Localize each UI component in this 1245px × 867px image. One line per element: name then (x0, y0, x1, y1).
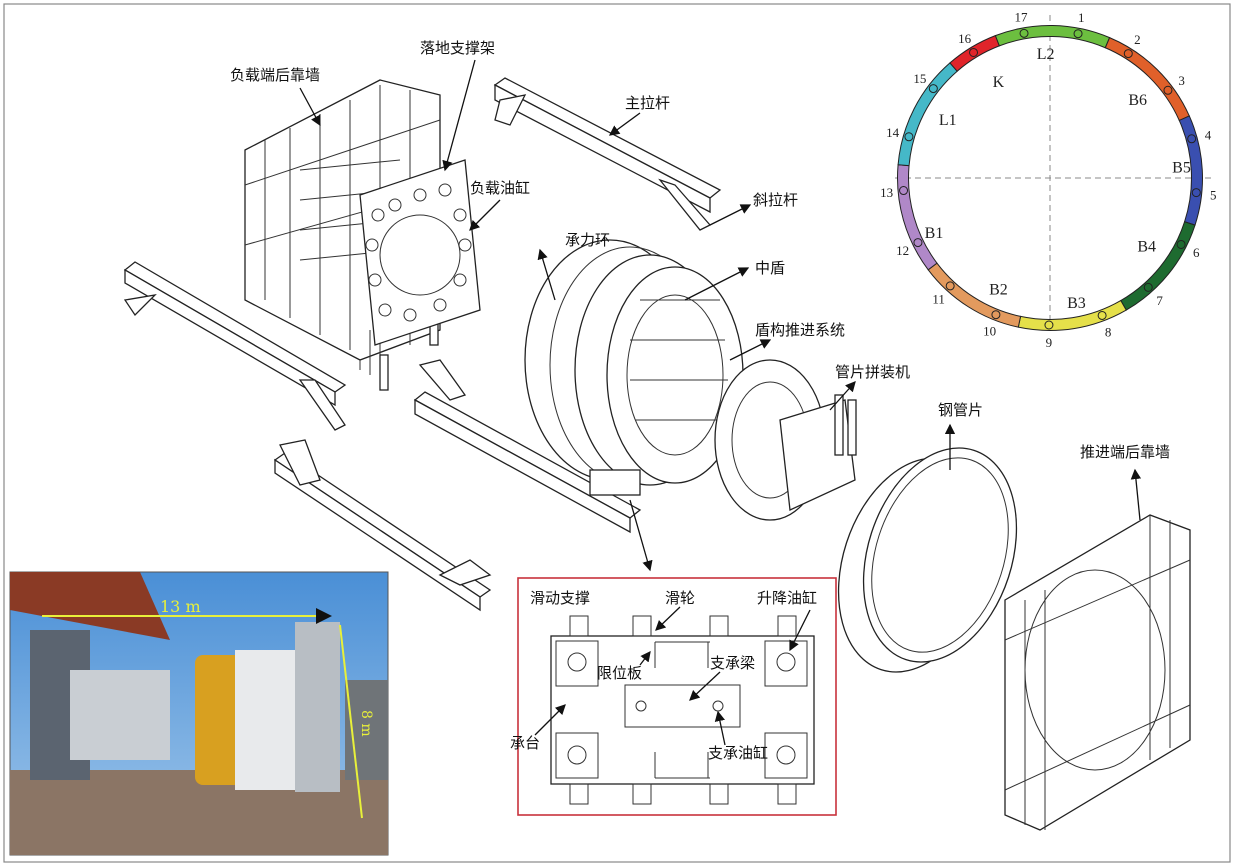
segment-label: K (993, 74, 1005, 91)
shield-thrust-system-label: 盾构推进系统 (755, 321, 845, 339)
measure-point-number: 3 (1178, 73, 1185, 88)
pulley-label: 滑轮 (665, 589, 695, 607)
platform-label: 承台 (510, 734, 540, 752)
segment-label: B2 (989, 282, 1008, 299)
segment-ring-diagram: L2B6B5B4B3B2B1L1K12345678910111213141516… (880, 10, 1216, 350)
measure-point-number: 8 (1105, 324, 1112, 339)
measure-point-marker (1097, 310, 1107, 320)
sliding-support-detail: 滑动支撑 滑轮 升降油缸 限位板 支承梁 承台 支承油缸 (510, 577, 837, 816)
measure-point-marker (969, 47, 979, 57)
ring-segment-k (949, 34, 1000, 72)
measure-point-marker (1191, 188, 1201, 198)
measure-point-number: 13 (880, 185, 893, 200)
measure-point-marker (1176, 239, 1186, 249)
bearing-ring-label: 承力环 (565, 231, 610, 249)
segment-label: L2 (1037, 46, 1055, 63)
figure-frame (3, 3, 1231, 863)
measure-point-marker (899, 186, 909, 196)
measure-point-number: 14 (886, 125, 900, 140)
load-end-wall-label: 负载端后靠墙 (230, 66, 320, 84)
sliding-support-label: 滑动支撑 (530, 589, 590, 607)
length-label: 13 m (160, 597, 201, 616)
lifting-cylinders (555, 640, 808, 779)
measure-point-number: 7 (1156, 293, 1163, 308)
load-cylinder-label: 负载油缸 (470, 179, 530, 197)
measure-point-number: 5 (1210, 187, 1217, 202)
measure-point-number: 2 (1134, 32, 1141, 47)
measure-point-marker (1073, 29, 1083, 39)
segment-label: B4 (1137, 239, 1156, 256)
bottom-tie-rod (273, 439, 492, 612)
measure-point-marker (991, 310, 1001, 320)
floor-support-frame-label: 落地支撑架 (420, 39, 495, 57)
thrust-end-wall-label: 推进端后靠墙 (1080, 443, 1170, 461)
measure-point-number: 4 (1205, 127, 1212, 142)
segment-label: B5 (1172, 159, 1191, 176)
segment-label: L1 (939, 112, 957, 129)
measure-point-marker (904, 132, 914, 142)
ring-segment-b6 (1104, 36, 1190, 122)
segment-erector (714, 359, 857, 521)
segment-label: B1 (925, 225, 944, 242)
measure-point-marker (1123, 49, 1133, 59)
measure-point-number: 1 (1078, 10, 1085, 25)
segment-erector-label: 管片拼装机 (835, 363, 910, 381)
limit-plate-label: 限位板 (597, 664, 642, 682)
measure-point-number: 17 (1015, 10, 1029, 25)
segment-label: B3 (1067, 295, 1086, 312)
left-tie-rod (123, 261, 347, 431)
lifting-cylinder-label: 升降油缸 (757, 589, 817, 607)
steel-segment-ring (837, 447, 1018, 673)
support-beam (624, 641, 741, 779)
measure-point-number: 16 (958, 31, 972, 46)
measure-point-marker (1044, 320, 1054, 330)
measure-point-marker (913, 238, 923, 248)
measure-point-number: 11 (932, 291, 945, 306)
measure-point-number: 9 (1046, 335, 1053, 350)
measure-point-marker (1187, 134, 1197, 144)
measure-point-number: 15 (913, 71, 926, 86)
segment-label: B6 (1128, 92, 1147, 109)
main-tie-rod-label: 主拉杆 (625, 94, 670, 112)
middle-shield (589, 266, 744, 496)
height-dimension-line (339, 624, 363, 819)
measure-point-marker (1143, 282, 1153, 292)
diagonal-tie-rod-label: 斜拉杆 (753, 191, 798, 209)
measure-point-marker (928, 84, 938, 94)
main-tie-rod (493, 77, 722, 231)
measure-point-marker (1163, 85, 1173, 95)
measure-point-number: 12 (896, 243, 909, 258)
measure-point-number: 10 (983, 323, 996, 338)
ring-segment-l2 (994, 25, 1111, 49)
middle-tie-rod (413, 359, 642, 534)
height-label: 8 m (358, 710, 374, 737)
pulleys (569, 615, 797, 805)
component-labels: 负载端后靠墙 落地支撑架 主拉杆 负载油缸 斜拉杆 承力环 中盾 盾构推进系统 … (230, 39, 1170, 572)
measure-point-marker (945, 281, 955, 291)
test-rig-photo: 13 m 8 m (9, 571, 389, 856)
support-cylinder-label: 支承油缸 (708, 744, 768, 762)
measure-point-number: 6 (1193, 245, 1200, 260)
measure-point-marker (1019, 28, 1029, 38)
load-cylinder-plate (359, 159, 481, 346)
thrust-end-reaction-wall (1004, 514, 1191, 831)
steel-segment-label: 钢管片 (938, 401, 983, 419)
middle-shield-label: 中盾 (755, 259, 785, 277)
support-beam-label: 支承梁 (710, 654, 755, 672)
